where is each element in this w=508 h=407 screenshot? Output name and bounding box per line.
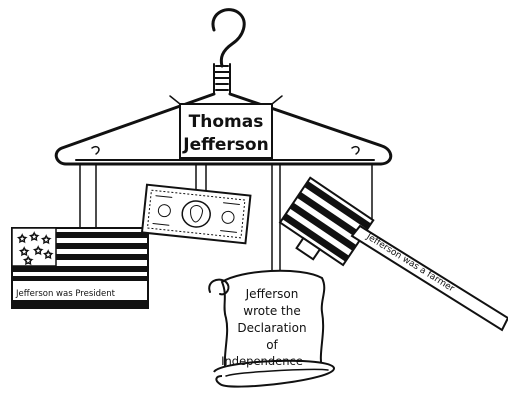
scroll-line1: Jefferson xyxy=(245,287,299,301)
svg-text:✩: ✩ xyxy=(30,232,39,243)
title-card-line2: Jefferson xyxy=(182,135,268,155)
scroll-line3: Declaration xyxy=(237,321,306,335)
svg-text:✩: ✩ xyxy=(42,235,51,246)
svg-text:✩: ✩ xyxy=(34,246,43,257)
pitchfork-caption: Jefferson was a farmer xyxy=(364,232,456,295)
flag-caption: Jefferson was President xyxy=(15,289,116,299)
dollar-bill xyxy=(142,185,250,244)
svg-text:✩: ✩ xyxy=(44,250,53,261)
title-card-line1: Thomas xyxy=(189,112,264,132)
hanger-hook xyxy=(213,10,244,94)
scroll-line4: of xyxy=(266,338,278,352)
title-card: Thomas Jefferson xyxy=(170,96,282,158)
svg-text:✩: ✩ xyxy=(18,234,27,245)
scroll-line5: Independence xyxy=(221,354,303,368)
svg-text:✩: ✩ xyxy=(24,256,33,267)
scroll-line2: wrote the xyxy=(243,304,300,318)
declaration-scroll: Jefferson wrote the Declaration of Indep… xyxy=(209,271,334,387)
flag: ✩ ✩ ✩ ✩ ✩ ✩ ✩ Jefferson was President xyxy=(12,228,148,308)
